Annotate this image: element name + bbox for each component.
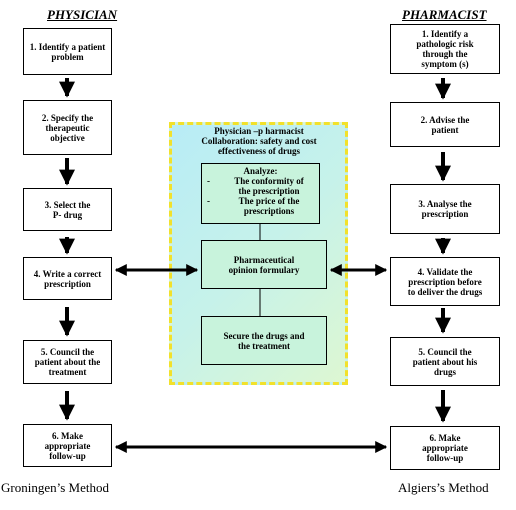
physician-header: PHYSICIAN [47,7,118,22]
collaboration-title: Physician –p harmacist Collaboration: sa… [201,126,317,156]
algiers-method-label: Algiers’s Method [398,480,489,495]
groningen-method-label: Groningen’s Method [1,480,109,495]
pharmacist-header: PHARMACIST [402,7,487,22]
